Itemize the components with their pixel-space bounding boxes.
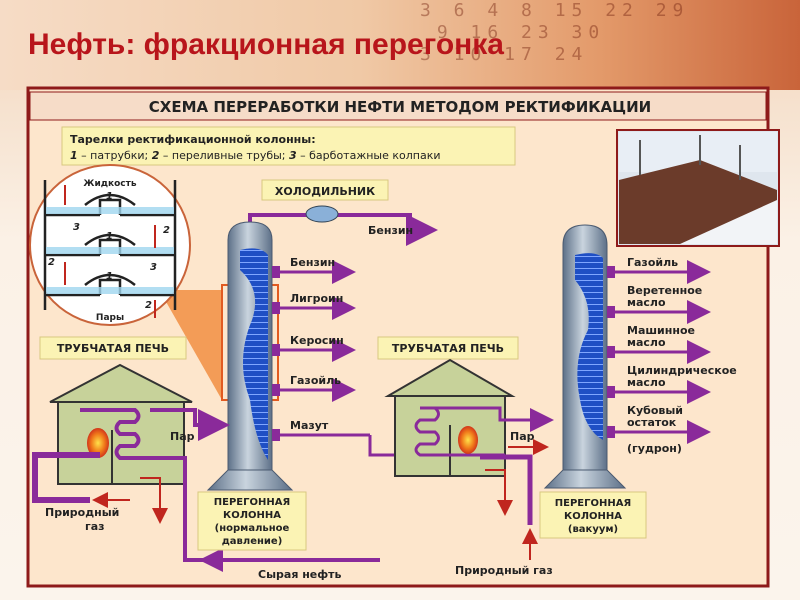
right-column-caption: (вакуум) — [568, 524, 618, 535]
product-label: Машинное — [627, 324, 695, 337]
product-outlet — [272, 429, 280, 441]
left-column-caption: давление) — [222, 536, 283, 547]
background-numbers: 3 6 4 8 15 22 29 9 16 23 30 3 10 17 24 — [420, 0, 690, 65]
detail-label: 2 — [48, 257, 55, 268]
product-label: масло — [627, 376, 666, 389]
legend-text: 1 – патрубки; 2 – переливные трубы; 3 – … — [70, 149, 441, 162]
product-label: Газойль — [290, 374, 341, 387]
steam-label-right: Пар — [510, 430, 535, 443]
product-label: Газойль — [627, 256, 678, 269]
product-label: остаток — [627, 416, 677, 429]
refinery-photo — [616, 129, 780, 247]
top-vapor-pipe — [248, 213, 438, 246]
tar-label: (гудрон) — [627, 442, 682, 455]
left-column-caption: (нормальное — [215, 523, 290, 534]
product-label: Керосин — [290, 334, 344, 347]
right-column-caption: КОЛОННА — [564, 511, 622, 522]
steam-label-left: Пар — [170, 430, 195, 443]
product-label: Веретенное — [627, 284, 702, 297]
product-label: масло — [627, 336, 666, 349]
legend-heading: Тарелки ректификационной колонны: — [70, 133, 316, 146]
furnace-label-box-left — [39, 336, 187, 360]
product-outlet — [607, 346, 615, 358]
gas-label-right: Природный газ — [455, 564, 553, 577]
product-outlet — [607, 386, 615, 398]
product-outlet — [607, 426, 615, 438]
cooler-icon — [305, 205, 339, 223]
product-outlet — [272, 302, 280, 314]
gas-label-left-2: газ — [85, 520, 105, 533]
slide-header-background — [0, 0, 800, 90]
right-column-caption: ПЕРЕГОННАЯ — [555, 498, 631, 509]
tray-detail-circle: Жидкость Пары 1 1 1 2 2 2 3 3 — [29, 164, 191, 326]
detail-liquid-label: Жидкость — [83, 179, 136, 189]
furnace-label-right: ТРУБЧАТАЯ ПЕЧЬ — [392, 342, 504, 355]
product-label: Кубовый — [627, 404, 683, 417]
product-label: Мазут — [290, 419, 329, 432]
top-product-label: Бензин — [368, 224, 413, 237]
product-outlet — [272, 344, 280, 356]
crude-oil-label: Сырая нефть — [258, 568, 342, 581]
diagram-title-bar — [29, 91, 767, 121]
detail-label: 1 — [106, 231, 113, 242]
product-label: Цилиндрическое — [627, 364, 737, 377]
product-outlet — [607, 266, 615, 278]
tube-furnace-right — [384, 358, 554, 560]
furnace-label-left: ТРУБЧАТАЯ ПЕЧЬ — [57, 342, 169, 355]
product-label: масло — [627, 296, 666, 309]
product-outlet — [607, 306, 615, 318]
zoom-wedge — [165, 290, 222, 400]
detail-label: 1 — [106, 271, 113, 282]
left-column-caption: КОЛОННА — [223, 510, 281, 521]
diagram-title: СХЕМА ПЕРЕРАБОТКИ НЕФТИ МЕТОДОМ РЕКТИФИК… — [149, 98, 651, 116]
slide-title: Нефть: фракционная перегонка — [28, 28, 504, 61]
furnace-label-box-right — [377, 336, 519, 360]
detail-vapor-label: Пары — [96, 313, 124, 323]
detail-label: 3 — [73, 222, 80, 233]
vacuum-column — [543, 224, 627, 489]
cooler-label-box — [261, 179, 389, 201]
flame-icon — [87, 428, 109, 458]
legend-box — [61, 126, 516, 166]
atmospheric-column — [206, 221, 294, 491]
detail-label: 2 — [145, 300, 152, 311]
right-column-caption-box — [539, 491, 647, 539]
product-label: Лигроин — [290, 292, 343, 305]
product-label: Бензин — [290, 256, 335, 269]
left-column-caption-box — [197, 491, 307, 551]
flame-icon — [458, 426, 478, 454]
gas-label-left-1: Природный — [45, 506, 119, 519]
left-column-caption: ПЕРЕГОННАЯ — [214, 497, 290, 508]
detail-label: 2 — [163, 225, 170, 236]
tube-furnace-left — [32, 363, 380, 562]
product-outlet — [272, 384, 280, 396]
detail-label: 1 — [106, 191, 113, 202]
cooler-label: ХОЛОДИЛЬНИК — [275, 185, 375, 198]
detail-label: 3 — [150, 262, 157, 273]
product-outlet — [272, 266, 280, 278]
